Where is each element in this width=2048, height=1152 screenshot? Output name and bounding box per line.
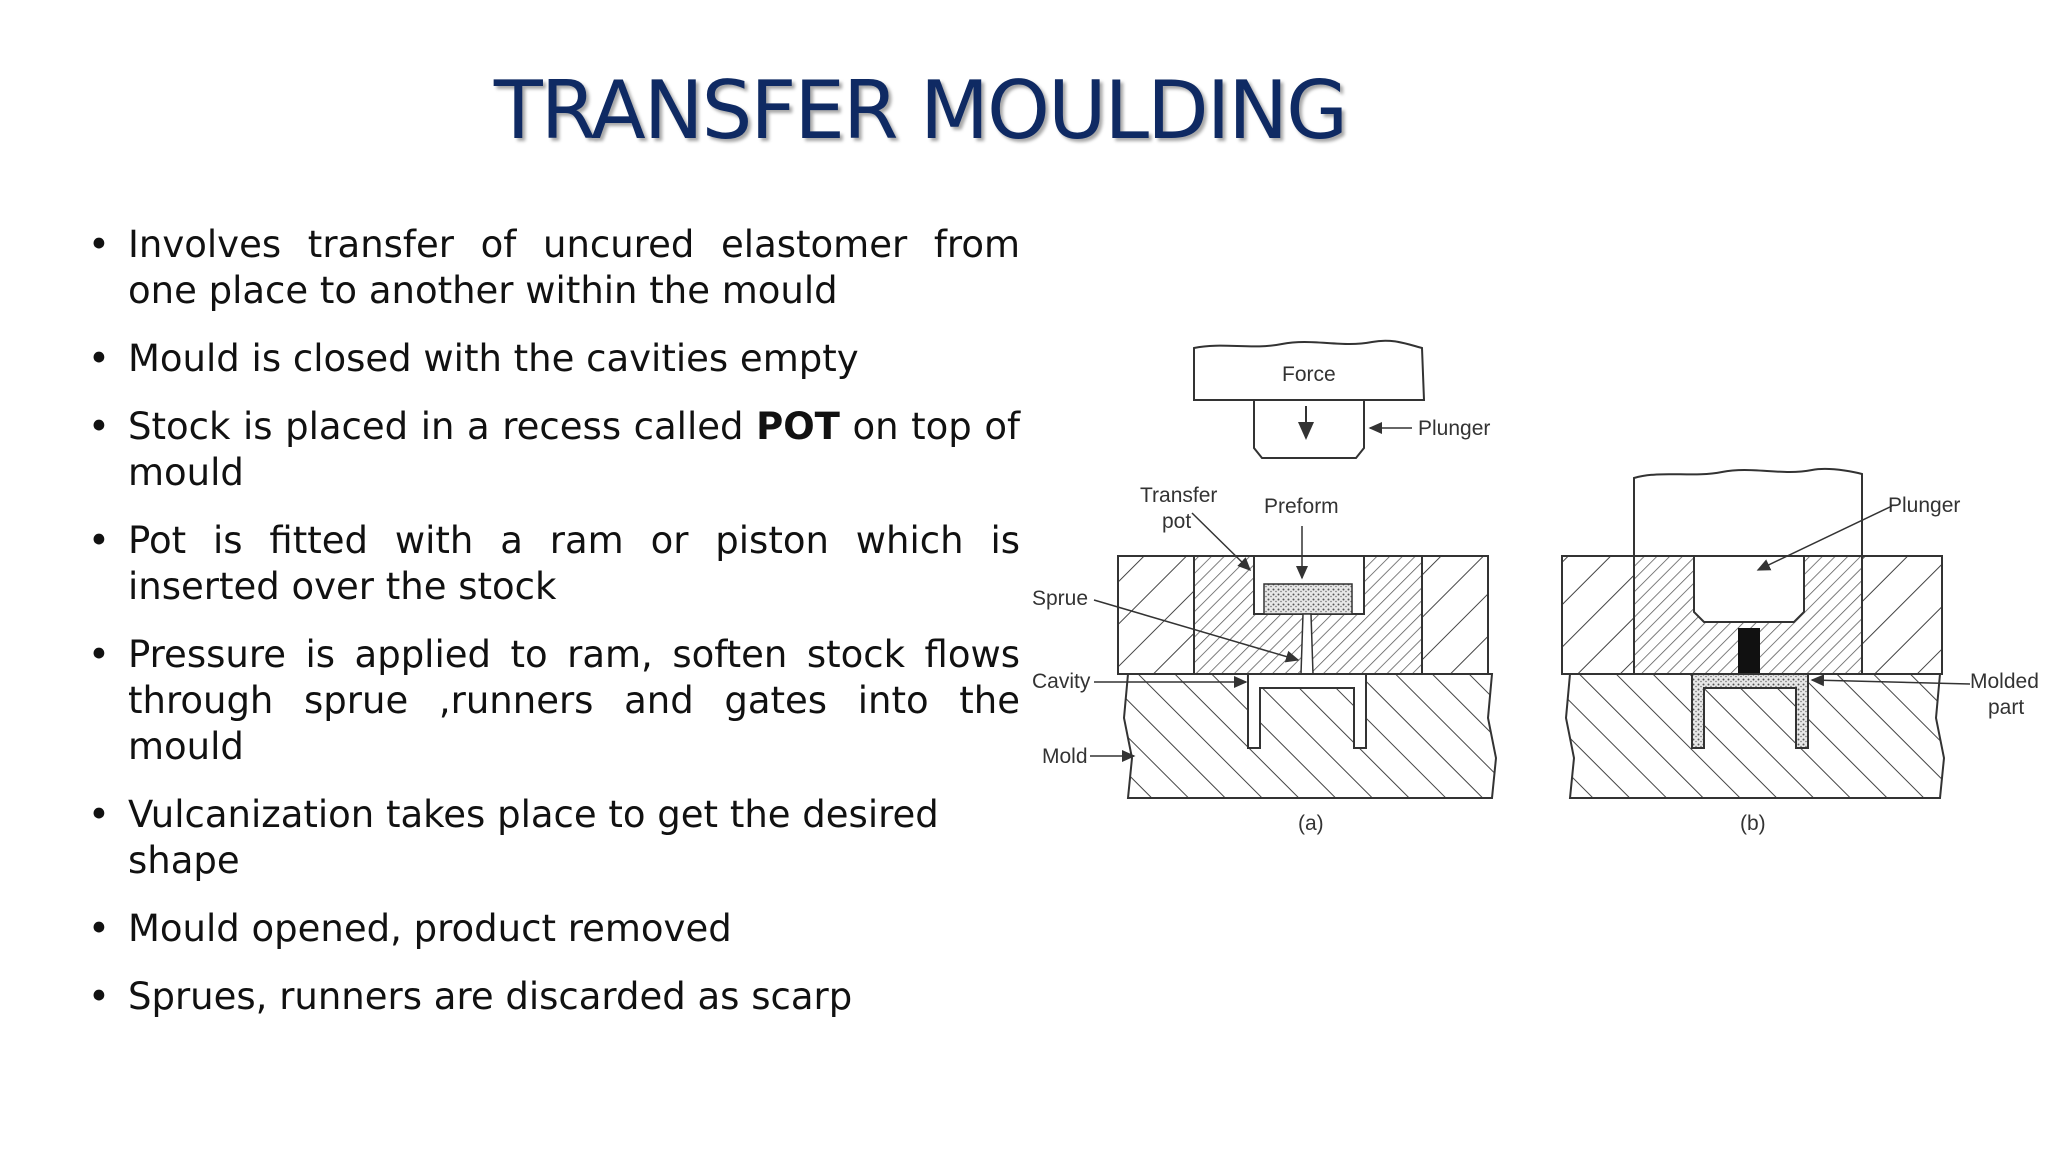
- plunger-a: [1253, 399, 1365, 459]
- bullet-bold-term: POT: [756, 405, 840, 448]
- diagram-svg: Force Plunger Transfer pot Preform Sprue…: [1032, 339, 2039, 835]
- label-transfer-pot-1: Transfer: [1140, 484, 1217, 507]
- bullet-item: • Sprues, runners are discarded as scarp: [88, 974, 1020, 1020]
- bullet-dot-icon: •: [88, 519, 110, 562]
- bullet-text: Pressure is applied to ram, soften stock…: [128, 633, 1020, 768]
- figure-b: Plunger Molded part (b): [1561, 467, 2039, 835]
- label-transfer-pot-2: pot: [1162, 510, 1191, 533]
- bullet-dot-icon: •: [88, 405, 110, 448]
- label-molded-part-1: Molded: [1970, 670, 2039, 693]
- sprue: [1300, 613, 1314, 675]
- bullet-item: • Mould opened, product removed: [88, 906, 1020, 952]
- label-preform: Preform: [1264, 495, 1339, 518]
- bullet-text: Stock is placed in a recess called: [128, 405, 757, 448]
- bullet-item: •Stock is placed in a recess called POT …: [88, 404, 1020, 496]
- mold-bottom-b: [1564, 673, 1946, 799]
- preform: [1263, 583, 1353, 615]
- label-mold: Mold: [1042, 745, 1088, 768]
- bullet-item: • Pressure is applied to ram, soften stoc…: [88, 632, 1020, 770]
- bullet-dot-icon: •: [88, 633, 110, 676]
- bullet-text: Vulcanization takes place to get the des…: [128, 793, 939, 882]
- bullet-dot-icon: •: [88, 793, 110, 836]
- bullet-item: • Mould is closed with the cavities empty: [88, 336, 1020, 382]
- force-block: [1193, 339, 1426, 401]
- sprue-filled: [1738, 628, 1760, 674]
- caption-a: (a): [1298, 812, 1324, 835]
- caption-b: (b): [1740, 812, 1766, 835]
- label-cavity: Cavity: [1032, 670, 1091, 693]
- bullet-dot-icon: •: [88, 975, 110, 1018]
- bullet-item: • Involves transfer of uncured elastomer …: [88, 222, 1020, 314]
- mold-bottom-a: [1122, 673, 1498, 799]
- slide-title: TRANSFER MOULDING: [493, 64, 1348, 157]
- figure-a: Force Plunger Transfer pot Preform Sprue…: [1032, 339, 1498, 835]
- label-plunger-a: Plunger: [1418, 417, 1490, 440]
- bullet-text: Mould opened, product removed: [128, 907, 732, 950]
- cavity-a: [1247, 673, 1367, 749]
- bullet-item: • Vulcanization takes place to get the de…: [88, 792, 1020, 884]
- label-sprue: Sprue: [1032, 587, 1088, 610]
- transfer-moulding-diagram: Force Plunger Transfer pot Preform Sprue…: [1022, 338, 2048, 858]
- bullet-dot-icon: •: [88, 337, 110, 380]
- bullet-text: Involves transfer of uncured elastomer f…: [128, 223, 1020, 312]
- bullet-dot-icon: •: [88, 223, 110, 266]
- label-molded-part-2: part: [1988, 696, 2024, 719]
- molded-part: [1691, 673, 1809, 749]
- plunger-b: [1693, 555, 1805, 623]
- label-force: Force: [1282, 363, 1336, 386]
- plunger-b-body: [1633, 467, 1863, 557]
- bullet-text: Sprues, runners are discarded as scarp: [128, 975, 853, 1018]
- bullet-text: Mould is closed with the cavities empty: [128, 337, 859, 380]
- bullet-text: Pot is fitted with a ram or piston which…: [128, 519, 1020, 608]
- bullet-dot-icon: •: [88, 907, 110, 950]
- label-plunger-b: Plunger: [1888, 494, 1960, 517]
- bullet-text-tail: on top of mould: [128, 405, 1020, 494]
- bullet-item: • Pot is fitted with a ram or piston whic…: [88, 518, 1020, 610]
- bullet-list: • Involves transfer of uncured elastomer …: [88, 222, 1020, 1042]
